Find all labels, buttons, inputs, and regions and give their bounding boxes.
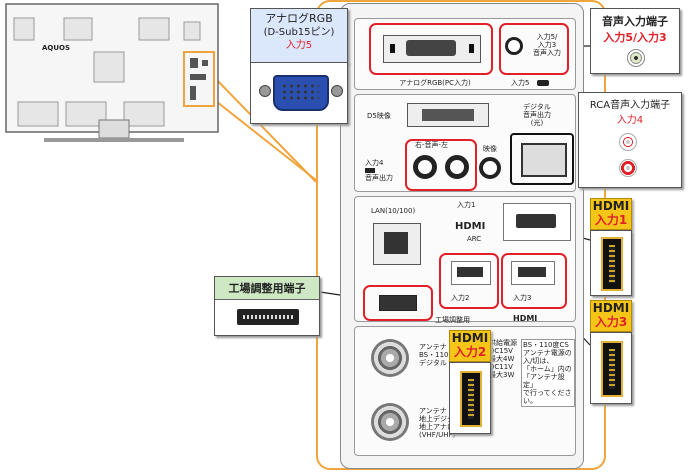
video-jack — [479, 157, 501, 179]
input2-label: 入力2 — [451, 294, 470, 302]
hdmi1-connector-image — [601, 237, 623, 291]
rca-audio-callout: RCA音声入力端子 入力4 — [578, 92, 682, 188]
hdmi1-image-box — [590, 230, 632, 296]
terminal-panel: アナログRGB(PC入力) 入力5/ 入力3 音声入力 入力5 D5映像 デジタ… — [340, 3, 584, 469]
section-d5: D5映像 デジタル 音声出力 (光) 右-音声-左 映像 入力4 音声出力 — [354, 94, 576, 192]
section-lan-hdmi: LAN(10/100) 入力1 HDMI ARC 入力2 入力3 工場調整用 H… — [354, 196, 576, 324]
input3-label: 入力3 — [513, 294, 532, 302]
factory-title: 工場調整用端子 — [215, 277, 319, 300]
d5-label: D5映像 — [367, 112, 391, 120]
bs-antenna-connector — [371, 339, 409, 377]
hdmi2-highlight — [439, 253, 499, 309]
hdmi3-image-box — [590, 332, 632, 404]
hdmi3-highlight — [501, 253, 567, 309]
antenna-bs-label: アンテナ BS・110°CS デジタル — [419, 343, 462, 367]
hdmi2-connector-image — [460, 371, 482, 427]
rca-red-jack — [619, 159, 637, 177]
tv-back-view: AQUOS — [4, 2, 222, 144]
rca-audio-highlight — [405, 139, 477, 191]
digital-audio-label: デジタル 音声出力 (光) — [523, 103, 551, 127]
factory-port — [379, 295, 417, 311]
tv-brand-label: AQUOS — [42, 44, 71, 52]
vga-connector-image — [250, 62, 348, 124]
input4-label: 入力4 音声出力 — [365, 159, 393, 182]
analog-rgb-highlight — [369, 23, 493, 75]
hdmi-logo-2: HDMI — [513, 314, 538, 323]
factory-port-highlight — [363, 285, 433, 321]
audio-input-jack — [505, 37, 523, 55]
input5-label: 入力5 — [511, 79, 530, 87]
video-label: 映像 — [483, 145, 497, 153]
analog-rgb-callout: アナログRGB (D-Sub15ピン) 入力5 — [250, 8, 348, 64]
ground-antenna-connector — [371, 403, 409, 441]
rca-audio-title: RCA音声入力端子 — [589, 100, 671, 111]
audio-right-jack — [413, 155, 437, 179]
audio-jack-image — [627, 49, 645, 67]
rca-white-jack — [619, 133, 637, 151]
factory-connector-image — [237, 309, 299, 325]
analog-rgb-subtitle: (D-Sub15ピン) — [263, 27, 335, 38]
power-spec-label: 供給電源 DC15V 最大4W DC11V 最大3W — [489, 339, 517, 379]
analog-rgb-port — [383, 35, 481, 63]
digital-audio-highlight — [510, 133, 574, 185]
audio-input-callout: 音声入力端子 入力5/入力3 — [590, 8, 680, 74]
audio-lr-label: 右-音声-左 — [415, 141, 449, 149]
lan-label: LAN(10/100) — [371, 207, 416, 215]
audio-input-highlight — [499, 23, 569, 75]
hdmi-logo: HDMI — [455, 221, 486, 232]
hdmi3-port — [511, 261, 555, 285]
audio-left-jack — [445, 155, 469, 179]
audio-input-subtitle: 入力5/入力3 — [603, 31, 667, 44]
d5-port — [407, 103, 489, 127]
hdmi1-port — [503, 203, 571, 241]
lan-port — [373, 223, 421, 265]
arc-label: ARC — [467, 235, 482, 243]
analog-rgb-label: アナログRGB(PC入力) — [399, 79, 471, 87]
factory-panel-label: 工場調整用 — [435, 316, 470, 324]
bs-note-label: BS・110度CS アンテナ電源の 入/切は、 「ホーム」内の 「アンテナ設定」… — [521, 339, 575, 407]
optical-port — [521, 143, 567, 177]
hdmi2-port — [451, 261, 491, 285]
input1-label: 入力1 — [457, 201, 476, 209]
tv-back-drawing — [5, 3, 219, 142]
headphone-icon — [537, 80, 549, 86]
audio-input-label: 入力5/ 入力3 音声入力 — [533, 33, 561, 57]
analog-rgb-input: 入力5 — [285, 40, 313, 51]
antenna-ground-label: アンテナ 地上デジタル 地上アナログ (VHF/UHF) — [419, 407, 461, 439]
section-analog: アナログRGB(PC入力) 入力5/ 入力3 音声入力 入力5 — [354, 18, 576, 90]
factory-callout: 工場調整用端子 — [214, 276, 320, 336]
hdmi2-image-box — [449, 362, 491, 434]
hdmi3-connector-image — [601, 341, 623, 397]
audio-input-title: 音声入力端子 — [602, 15, 668, 28]
rca-audio-subtitle: 入力4 — [616, 115, 644, 126]
analog-rgb-title: アナログRGB — [265, 12, 333, 25]
